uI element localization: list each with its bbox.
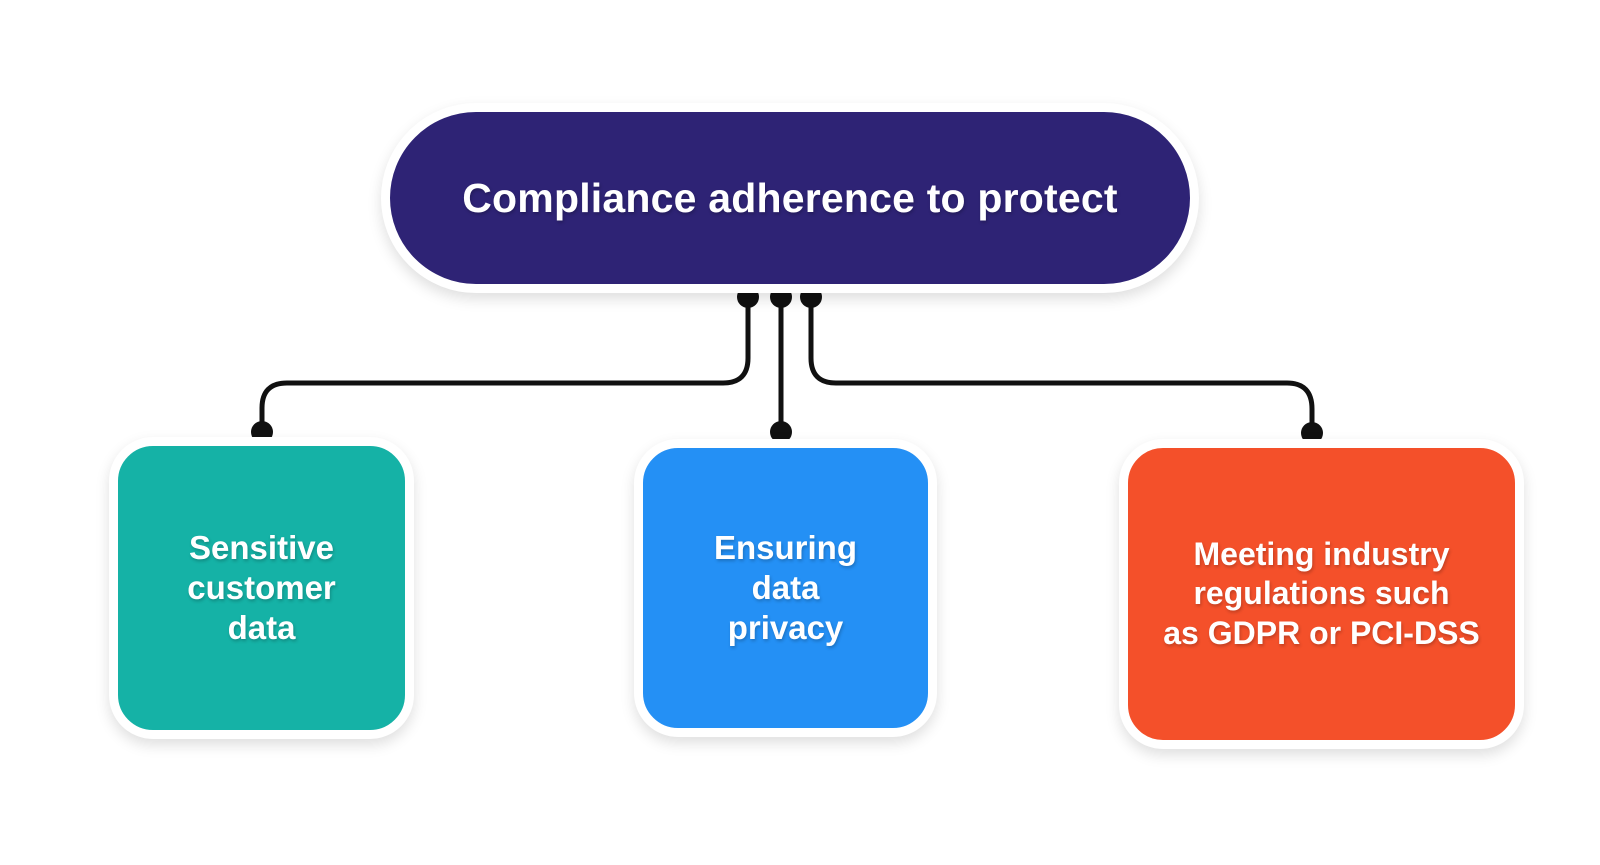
node-root-compliance[interactable]: Compliance adherence to protect [381,103,1199,293]
node-sensitive-customer-data[interactable]: Sensitive customer data [109,437,414,739]
node-root-label: Compliance adherence to protect [462,174,1118,221]
node-sensitive-customer-data-label: Sensitive customer data [187,528,336,647]
node-ensuring-data-privacy-label: Ensuring data privacy [713,528,857,647]
node-meeting-industry-regulations-label: Meeting industry regulations such as GDP… [1163,536,1480,651]
connector-root-to-regulations [808,294,1315,436]
node-ensuring-data-privacy[interactable]: Ensuring data privacy [634,439,937,737]
node-meeting-industry-regulations[interactable]: Meeting industry regulations such as GDP… [1119,439,1524,749]
connector-root-to-sensitive [259,294,751,435]
